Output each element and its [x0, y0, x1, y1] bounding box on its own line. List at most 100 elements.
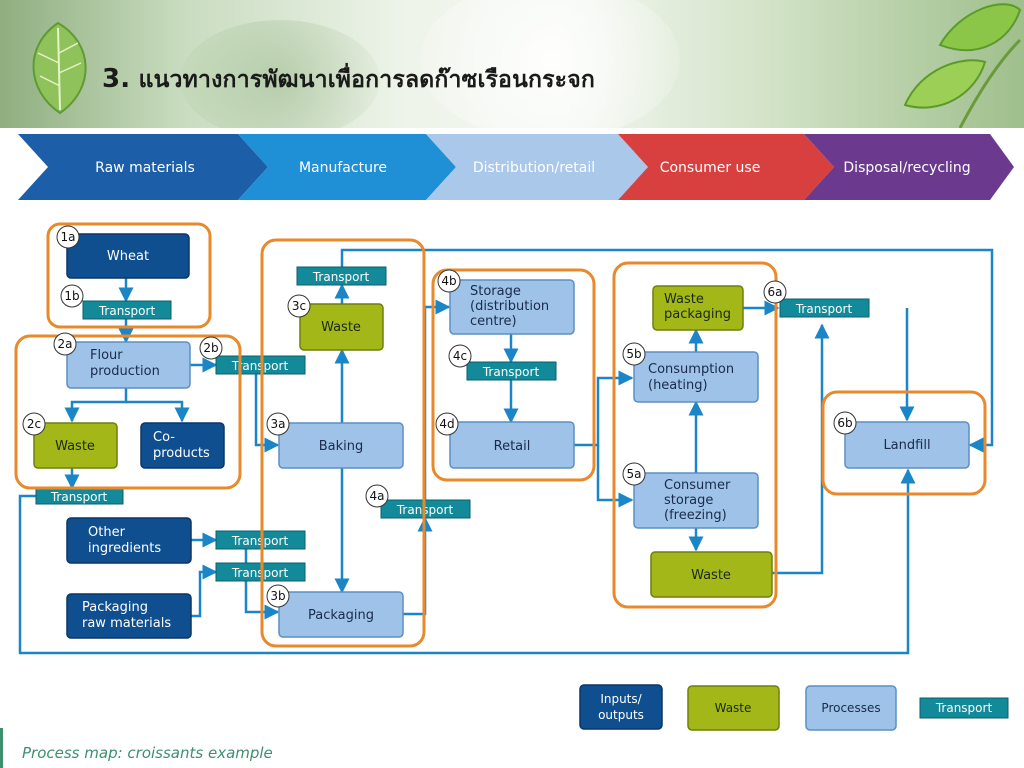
- tag-badge: [448, 344, 472, 368]
- baking-box: [278, 422, 404, 469]
- stage-consumer-use: [618, 134, 834, 200]
- line-waste5-landfill: [772, 323, 830, 575]
- tag-badge: [22, 412, 46, 436]
- stage-band: Raw materials Manufacture Distribution/r…: [18, 134, 1014, 200]
- packraw-label: raw materials: [82, 616, 171, 631]
- stage-label: Distribution/retail: [473, 160, 595, 176]
- transport-label: Transport: [231, 534, 289, 548]
- other-ingredients-box: [66, 517, 192, 564]
- group-frame: [612, 261, 778, 609]
- wpack-label: Waste: [664, 292, 704, 307]
- group-frame: [431, 268, 596, 482]
- tag-badge: [199, 336, 223, 360]
- footer-caption: Process map: croissants example: [22, 744, 273, 762]
- header-glow: [420, 0, 680, 128]
- title-number: 3.: [102, 64, 131, 94]
- storage-label: centre): [470, 314, 517, 329]
- tag-label: 1b: [64, 289, 79, 303]
- wpack-label: packaging: [664, 307, 731, 322]
- line-packaging-transport4a: [403, 516, 433, 616]
- packaging-raw-box: [66, 593, 192, 639]
- tag-label: 2b: [203, 341, 218, 355]
- tag-label: 2c: [27, 417, 41, 431]
- leaf-icon: [32, 21, 87, 115]
- transport-label: Transport: [312, 270, 370, 284]
- tag-badge: [763, 280, 787, 304]
- footer-rule: [0, 728, 3, 768]
- stage-manufacture: [238, 134, 456, 200]
- tag-badge: [622, 462, 646, 486]
- legend-processes-swatch: [805, 685, 897, 731]
- tag-badge: [833, 411, 857, 435]
- page-title: 3. แนวทางการพัฒนาเพื่อการลดก๊าซเรือนกระจ…: [102, 62, 595, 98]
- consumption-label: (heating): [648, 378, 708, 393]
- baking-label: Baking: [319, 439, 364, 454]
- flour-label: production: [90, 364, 160, 379]
- tag-label: 4a: [370, 489, 385, 503]
- stage-label: Raw materials: [95, 160, 195, 176]
- transport-box: [296, 266, 387, 286]
- line-retail-consumer: [574, 370, 634, 447]
- storage-label: (distribution: [470, 299, 549, 314]
- packaging-label: Packaging: [308, 608, 374, 623]
- group-frame: [260, 238, 426, 648]
- legend-inputs-swatch: [579, 684, 663, 730]
- legend-processes-label: Processes: [821, 701, 880, 715]
- line-waste-to-landfill: [18, 468, 916, 655]
- packaging-box: [278, 591, 404, 638]
- tag-label: 5a: [627, 467, 642, 481]
- retail-box: [449, 421, 575, 469]
- retail-label: Retail: [494, 439, 531, 454]
- tag-label: 5b: [626, 347, 641, 361]
- tag-badge: [287, 294, 311, 318]
- cstorage-label: (freezing): [664, 508, 727, 523]
- line-retail-storage: [596, 445, 634, 508]
- transport-box: [466, 361, 557, 381]
- legend-waste-swatch: [687, 685, 780, 731]
- legend: Inputs/ outputs Waste Processes Transpor…: [579, 684, 1009, 731]
- stage-label: Manufacture: [299, 160, 387, 176]
- waste-label: Waste: [55, 439, 95, 454]
- transport-label: Transport: [98, 304, 156, 318]
- tag-label: 1a: [61, 230, 76, 244]
- transport-label: Transport: [795, 302, 853, 316]
- legend-waste-label: Waste: [715, 701, 752, 715]
- stage-label: Disposal/recycling: [843, 160, 970, 176]
- tag-label: 3a: [271, 417, 286, 431]
- leaf-icon: [903, 3, 1022, 128]
- tag-label: 2a: [58, 337, 73, 351]
- waste-packaging-box: [652, 285, 744, 331]
- tag-badge: [622, 342, 646, 366]
- wheat-box: [66, 233, 190, 279]
- tag-badge: [60, 284, 84, 308]
- tag-badge: [437, 269, 461, 293]
- stage-raw-materials: [18, 134, 268, 200]
- co-products-box: [140, 422, 225, 469]
- landfill-box: [844, 421, 970, 469]
- tag-badge: [365, 484, 389, 508]
- consumer-storage-box: [633, 472, 759, 529]
- waste-box: [33, 422, 118, 469]
- tag-badge: [56, 225, 80, 249]
- cstorage-label: storage: [664, 493, 713, 508]
- landfill-label: Landfill: [883, 438, 930, 453]
- tag-label: 6a: [768, 285, 783, 299]
- group-frames: [14, 222, 987, 648]
- line-transport4a-storage: [423, 299, 451, 500]
- legend-inputs-label: outputs: [598, 708, 644, 722]
- flour-production-box: [66, 341, 191, 389]
- tag-badge: [266, 584, 290, 608]
- title-text: แนวทางการพัฒนาเพื่อการลดก๊าซเรือนกระจก: [138, 67, 596, 93]
- waste-box: [299, 303, 384, 351]
- legend-transport-label: Transport: [935, 701, 993, 715]
- consumption-label: Consumption: [648, 362, 734, 377]
- wheat-label: Wheat: [107, 249, 149, 264]
- legend-transport-swatch: [919, 697, 1009, 719]
- waste-box: [650, 551, 773, 598]
- legend-inputs-label: Inputs/: [600, 692, 642, 706]
- tag-label: 3c: [292, 299, 306, 313]
- group-frame: [821, 390, 987, 496]
- coproducts-label: Co-: [153, 430, 175, 445]
- group-frame: [14, 334, 242, 490]
- tag-label: 4b: [441, 274, 456, 288]
